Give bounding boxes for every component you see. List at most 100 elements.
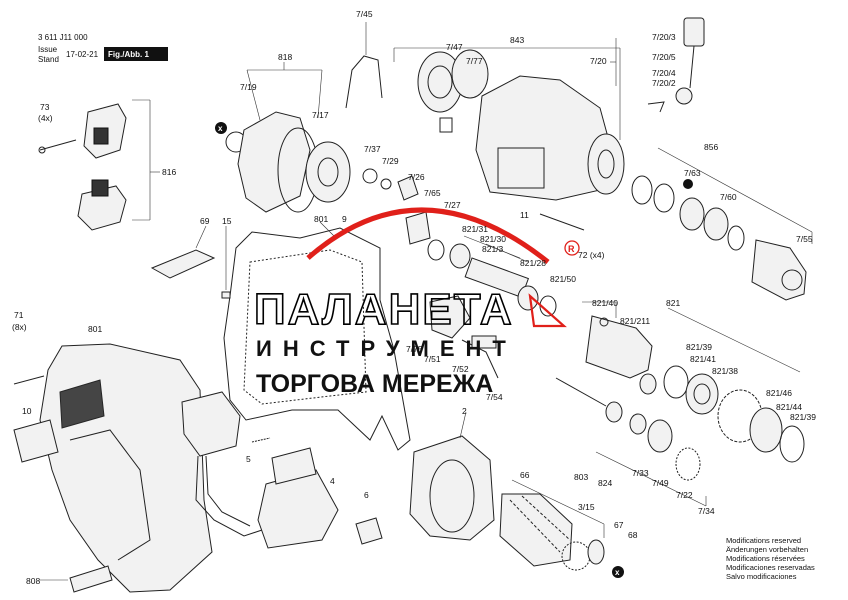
spring-5	[251, 437, 271, 443]
label-7-22: 7/22	[676, 490, 693, 500]
label-72: 72 (x4)	[578, 250, 605, 260]
label-2: 2	[462, 406, 467, 416]
label-821-41: 821/41	[690, 354, 716, 364]
mod-line-fr: Modifications réservées	[726, 554, 805, 563]
stator-2	[409, 435, 495, 541]
label-7-55: 7/55	[796, 234, 813, 244]
label-818: 818	[278, 52, 292, 62]
label-821-44: 821/44	[776, 402, 802, 412]
label-7-20-2: 7/20/2	[652, 78, 676, 88]
label-7-26: 7/26	[408, 172, 425, 182]
label-plate-10	[13, 419, 59, 463]
part-labels: 7/45 843 7/47 7/77 7/20/3 7/20 7/20/5 7/…	[12, 9, 816, 586]
plate-69	[150, 249, 216, 279]
gear-7-33	[647, 419, 673, 453]
label-7-20-5: 7/20/5	[652, 52, 676, 62]
label-67: 67	[614, 520, 624, 530]
housing-half-lower	[13, 343, 213, 593]
watermark-line-2: ИНСТРУМЕНТ	[256, 336, 517, 361]
motor-group	[409, 411, 624, 578]
switch-group	[181, 391, 383, 549]
gear-821-38	[685, 373, 719, 415]
lock-button	[683, 17, 705, 47]
ring-7-29	[380, 178, 392, 190]
label-6: 6	[364, 490, 369, 500]
label-7-34: 7/34	[698, 506, 715, 516]
bearing	[305, 141, 351, 203]
mod-line-es2: Salvo modificaciones	[726, 572, 797, 581]
intermediate-shaft-group	[555, 377, 707, 507]
label-7-60: 7/60	[720, 192, 737, 202]
label-7-45: 7/45	[356, 9, 373, 19]
label-7-49: 7/49	[652, 478, 669, 488]
mod-line-en: Modifications reserved	[726, 536, 801, 545]
label-71-qty: (8x)	[12, 322, 27, 332]
label-821-30: 821/30	[480, 234, 506, 244]
label-821-39-b: 821/39	[790, 412, 816, 422]
nameplate-808	[69, 565, 113, 593]
label-801-bottom: 801	[88, 324, 102, 334]
lock-parts-group	[610, 17, 705, 113]
label-856: 856	[704, 142, 718, 152]
label-10: 10	[22, 406, 32, 416]
label-11: 11	[520, 210, 529, 220]
label-801-top: 801	[314, 214, 328, 224]
label-7-37: 7/37	[364, 144, 381, 154]
label-71: 71	[14, 310, 24, 320]
watermark-brand: ПАЛАНЕТА	[254, 285, 514, 334]
label-7-27: 7/27	[444, 200, 461, 210]
label-808: 808	[26, 576, 40, 586]
label-821-39-a: 821/39	[686, 342, 712, 352]
wobble-bearing	[429, 295, 471, 339]
label-7-33: 7/33	[632, 468, 649, 478]
mod-line-es: Modificaciones reservadas	[726, 563, 815, 572]
tool-holder-group	[631, 147, 813, 301]
label-7-47: 7/47	[446, 42, 463, 52]
label-824: 824	[598, 478, 612, 488]
brush-holder-lower	[77, 185, 127, 231]
armature-803	[499, 493, 573, 567]
carbon-brush-upper	[93, 127, 109, 145]
label-5: 5	[246, 454, 251, 464]
issue-date: 17-02-21	[66, 50, 99, 59]
watermark: R ПАЛАНЕТА ИНСТРУМЕНТ ТОРГОВА МЕРЕЖА	[253, 207, 580, 398]
label-x-top: x	[218, 124, 223, 133]
label-7-75: 7/75	[406, 344, 423, 354]
label-7-77: 7/77	[466, 56, 483, 66]
label-plate	[439, 117, 453, 133]
gear-7-22	[675, 447, 701, 481]
label-66: 66	[520, 470, 530, 480]
label-7-65: 7/65	[424, 188, 441, 198]
screw-72	[539, 213, 585, 231]
gear-housing-group	[393, 47, 625, 231]
part-7-51	[471, 335, 497, 349]
label-7-29: 7/29	[382, 156, 399, 166]
label-7-52: 7/52	[452, 364, 469, 374]
header-block: 3 611 J11 000 Issue Stand 17-02-21 Fig./…	[38, 33, 168, 64]
lock-sleeve	[675, 87, 693, 105]
label-821-50: 821/50	[550, 274, 576, 284]
modifications-note: Modifications reserved Änderungen vorbeh…	[726, 536, 815, 581]
drawing-code: 3 611 J11 000	[38, 33, 88, 42]
battery-contact-plate-4	[257, 469, 339, 549]
brush-holder-group	[38, 99, 160, 231]
pin-7-26	[397, 175, 419, 201]
label-68: 68	[628, 530, 638, 540]
dust-cap-7-55	[751, 239, 807, 301]
sleeve-7-65	[405, 211, 431, 245]
label-821-31: 821/31	[462, 224, 488, 234]
label-803: 803	[574, 472, 588, 482]
issue-label: Issue	[38, 45, 58, 54]
label-7-20: 7/20	[590, 56, 607, 66]
label-7-19: 7/19	[240, 82, 257, 92]
fig-badge	[104, 47, 168, 61]
x-marker-bottom	[612, 566, 624, 578]
label-7-20-3: 7/20/3	[652, 32, 676, 42]
label-9: 9	[342, 214, 347, 224]
label-821-3: 821/3	[482, 244, 504, 254]
ring-7-37	[362, 168, 378, 184]
label-73: 73	[40, 102, 50, 112]
flange-housing	[237, 111, 311, 213]
label-3-15: 3/15	[578, 502, 595, 512]
